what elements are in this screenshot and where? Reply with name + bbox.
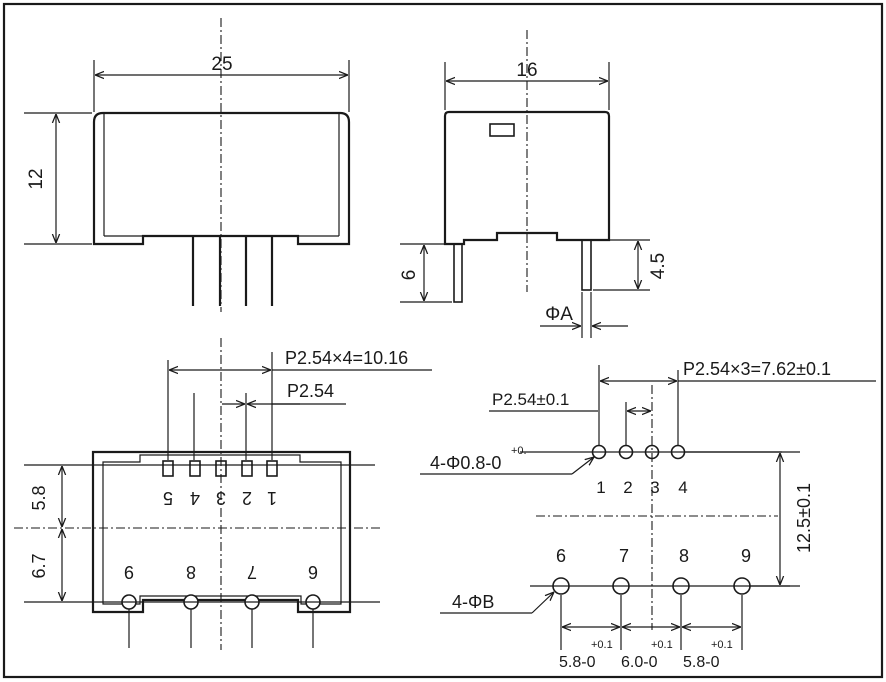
pcb-bottom-pin-number: 6 [556, 546, 566, 566]
pcb-hole-b-label: 4-ΦB [452, 592, 494, 612]
pcb-pitch-total-label: P2.54×3=7.62±0.1 [683, 359, 831, 379]
pcb-bottom-pin-numbers: 6 7 8 9 [556, 546, 751, 566]
bottom-row1-label: 5.8 [29, 485, 49, 510]
pcb-spacing-tol: +0.1 [591, 639, 613, 651]
bottom-bottom-pin-numbers: 9 8 7 6 [124, 562, 318, 582]
pcb-row-spacing-label: 12.5±0.1 [794, 483, 814, 553]
side-pin-left-label: 6 [399, 270, 420, 281]
pcb-hole-a-tol: +0. [511, 445, 527, 457]
pcb-hole-a-label: 4-Φ0.8-0 [430, 453, 501, 473]
front-height-label: 12 [26, 168, 47, 189]
pcb-spacing-tol: +0.1 [651, 639, 673, 651]
pcb-spacing-label: 6.0-0 [621, 654, 658, 671]
bottom-bottom-pin-number: 8 [186, 562, 196, 582]
bottom-bottom-pin-number: 6 [308, 562, 318, 582]
front-view: 25 12 [24, 18, 351, 312]
bottom-pitch-label: P2.54 [287, 381, 334, 401]
pcb-top-pin-number: 2 [623, 478, 632, 497]
bottom-top-pin-number: 3 [216, 488, 226, 508]
pcb-bottom-pin-number: 9 [741, 546, 751, 566]
bottom-pitch-total-label: P2.54×4=10.16 [285, 348, 408, 368]
pcb-top-pin-number: 4 [678, 478, 687, 497]
front-width-label: 25 [211, 54, 232, 75]
pcb-spacing-label: 5.8-0 [683, 654, 720, 671]
bottom-top-pin-number: 5 [163, 488, 173, 508]
pcb-top-pin-number: 1 [596, 478, 605, 497]
bottom-bottom-pin-number: 7 [247, 562, 257, 582]
pcb-spacing-label: 5.8-0 [559, 654, 596, 671]
bottom-top-pin-number: 4 [190, 488, 200, 508]
side-pin-right-label: 4.5 [648, 253, 669, 279]
pcb-spacing-labels: 5.8-0 6.0-0 5.8-0 +0.1 +0.1 +0.1 [559, 639, 733, 671]
side-width-label: 16 [516, 60, 537, 81]
bottom-top-pin-number: 2 [242, 488, 252, 508]
bottom-row2-label: 6.7 [29, 553, 49, 578]
pcb-pitch-label: P2.54±0.1 [492, 390, 569, 409]
pcb-bottom-pin-number: 7 [619, 546, 629, 566]
bottom-top-pin-number: 1 [267, 488, 277, 508]
pcb-spacing-tol: +0.1 [711, 639, 733, 651]
pcb-top-pin-number: 3 [650, 478, 659, 497]
pcb-bottom-pin-number: 8 [679, 546, 689, 566]
side-view: 16 6 4.5 ΦA [399, 30, 669, 338]
side-pin-dia-label: ΦA [545, 304, 573, 325]
pcb-layout: P2.54×3=7.62±0.1 P2.54±0.1 4-Φ0.8-0 +0. … [420, 359, 876, 671]
bottom-bottom-pin-number: 9 [124, 562, 134, 582]
